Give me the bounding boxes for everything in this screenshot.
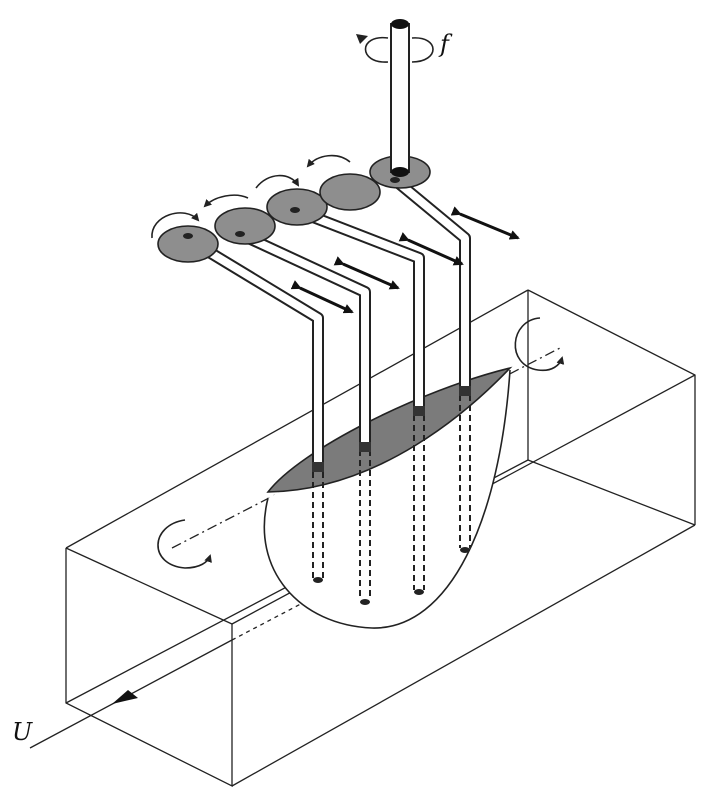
gear-disk-1 [157,225,219,263]
box-back-top-edges [527,289,696,525]
gear-rotation-arrow-2 [203,194,249,208]
oscillation-arrow-4 [450,206,520,240]
ellipsoid-body-outline [263,369,511,629]
oscillation-arrows [290,206,520,314]
submerged-cylinder-4 [459,395,471,553]
gear-rotation-arrows [151,154,351,239]
gear-rotation-arrow-4 [306,154,351,168]
gear-rotation-arrow-3 [255,174,300,189]
box-top-left-edge [65,547,233,625]
shaft-top-cap [391,19,409,29]
box-rotation-arrows [157,317,565,569]
box-back-bottom-edge [527,459,696,526]
gear-disk-2 [214,207,276,245]
submerged-cylinder-2 [359,450,371,605]
gear-disk-3 [266,188,328,226]
velocity-arrowhead [112,690,138,704]
gear-disk-4 [319,173,381,211]
submerged-cylinder-3 [413,415,425,595]
velocity-arrow [112,690,138,704]
box-top-far-edge [65,289,529,549]
gear-rotation-arrow-1 [151,212,200,239]
box-bottom-near-edge [231,524,696,787]
oscillation-arrow-2 [333,256,400,290]
gear-train [157,155,431,263]
submerged-cylinder-1 [312,472,324,583]
oscillation-arrow-1 [290,280,354,314]
submerged-cylinders [312,395,471,605]
shaft-rotation-arrowhead [356,34,368,44]
shaft-bottom-cap [391,167,409,177]
rotation-arrow-right [514,317,565,372]
rotation-arrow-left [157,519,212,569]
drive-shaft [356,19,434,177]
shaft-rotation-arrow [364,36,434,63]
frequency-label: f [438,30,453,58]
linkage-1 [182,232,324,472]
half-ellipsoid [263,366,513,629]
linkage-4 [391,175,471,396]
shaft-body [390,23,410,173]
box-front-face [65,548,233,788]
oscillation-arrow-3 [398,232,464,266]
linkage-2 [237,228,371,452]
velocity-label: U [12,718,33,746]
